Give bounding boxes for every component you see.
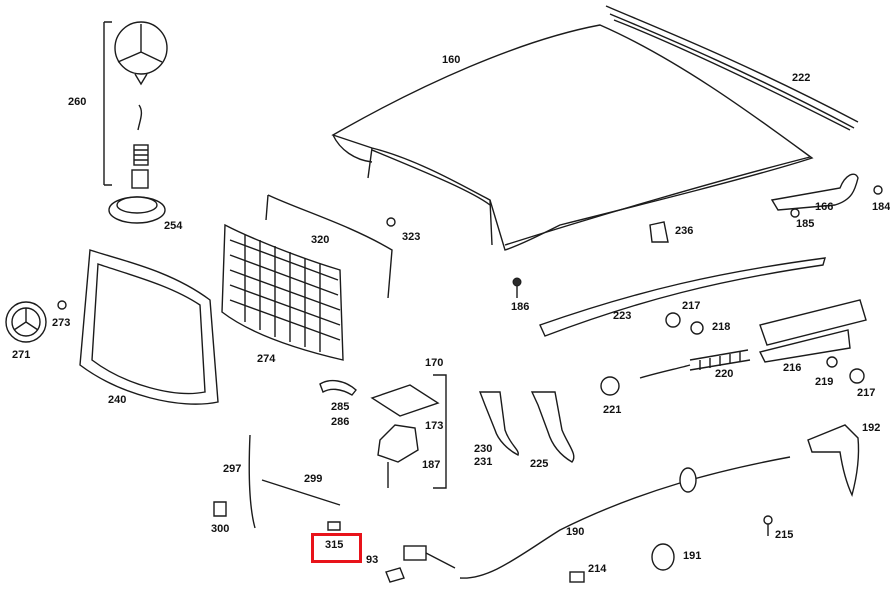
label-219: 219: [815, 376, 834, 388]
grommet-221: [600, 376, 620, 396]
label-214: 214: [588, 563, 607, 575]
label-221: 221: [603, 404, 622, 416]
star-emblem-assembly: [103, 21, 168, 189]
label-160: 160: [442, 54, 461, 66]
label-323: 323: [402, 231, 421, 243]
label-230: 230: [474, 443, 493, 455]
lock-assembly: [370, 374, 447, 489]
seal-320: [267, 194, 393, 299]
hood-support-223: [539, 257, 826, 337]
hinge-arm-216: [759, 299, 867, 346]
label-215: 215: [775, 529, 794, 541]
nut-217b: [849, 368, 865, 384]
grommet-191: [651, 543, 675, 571]
screw-215: [763, 515, 773, 536]
label-217b: 217: [857, 387, 876, 399]
clip-285: [319, 379, 357, 396]
strip-297: [248, 434, 256, 529]
label-218: 218: [712, 321, 731, 333]
label-187: 187: [422, 459, 441, 471]
label-236: 236: [675, 225, 694, 237]
hood-seal-strip: [605, 5, 859, 131]
label-240: 240: [108, 394, 127, 406]
label-225: 225: [530, 458, 549, 470]
label-297: 297: [223, 463, 242, 475]
release-lever-192: [807, 424, 860, 498]
emblem-base: [108, 196, 166, 224]
label-273: 273: [52, 317, 71, 329]
cable-end-93: [385, 545, 456, 583]
strip-299: [261, 479, 341, 506]
clip-273: [57, 300, 67, 310]
label-185: 185: [796, 218, 815, 230]
clip-315: [327, 521, 341, 531]
label-231: 231: [474, 456, 493, 468]
label-217a: 217: [682, 300, 701, 312]
spring-220: [639, 349, 751, 379]
hook-230: [478, 391, 519, 456]
hood-panel: [331, 24, 814, 251]
label-184: 184: [872, 201, 890, 213]
label-222: 222: [792, 72, 811, 84]
buffer-236: [649, 221, 669, 243]
washer-218: [690, 321, 704, 335]
label-285: 285: [331, 401, 350, 413]
label-170: 170: [425, 357, 444, 369]
label-186: 186: [511, 301, 530, 313]
label-190: 190: [566, 526, 585, 538]
label-173: 173: [425, 420, 444, 432]
label-286: 286: [331, 416, 350, 428]
cable-190: [459, 456, 791, 579]
clip-214: [569, 571, 585, 583]
hook-225: [530, 391, 575, 463]
nut-219: [826, 356, 838, 368]
label-191: 191: [683, 550, 702, 562]
label-320: 320: [311, 234, 330, 246]
label-93: 93: [366, 554, 379, 566]
label-192: 192: [862, 422, 881, 434]
label-315: 315: [325, 539, 344, 551]
clip-300: [213, 501, 227, 517]
hinge-bracket: [770, 173, 883, 218]
label-300: 300: [211, 523, 230, 535]
label-254: 254: [164, 220, 183, 232]
nut-217: [665, 312, 681, 328]
grille-frame: [79, 249, 219, 405]
label-216: 216: [783, 362, 802, 374]
label-271: 271: [12, 349, 31, 361]
grille-insert: [221, 223, 344, 361]
bolt-186: [512, 277, 522, 298]
grommet-cable: [679, 467, 697, 493]
label-223: 223: [613, 310, 632, 322]
label-166: 166: [815, 201, 834, 213]
plug-323: [386, 217, 396, 227]
label-260: 260: [68, 96, 87, 108]
highlight-box-315: [311, 533, 362, 563]
label-274: 274: [257, 353, 276, 365]
label-220: 220: [715, 368, 734, 380]
label-299: 299: [304, 473, 323, 485]
front-badge: [5, 301, 47, 343]
